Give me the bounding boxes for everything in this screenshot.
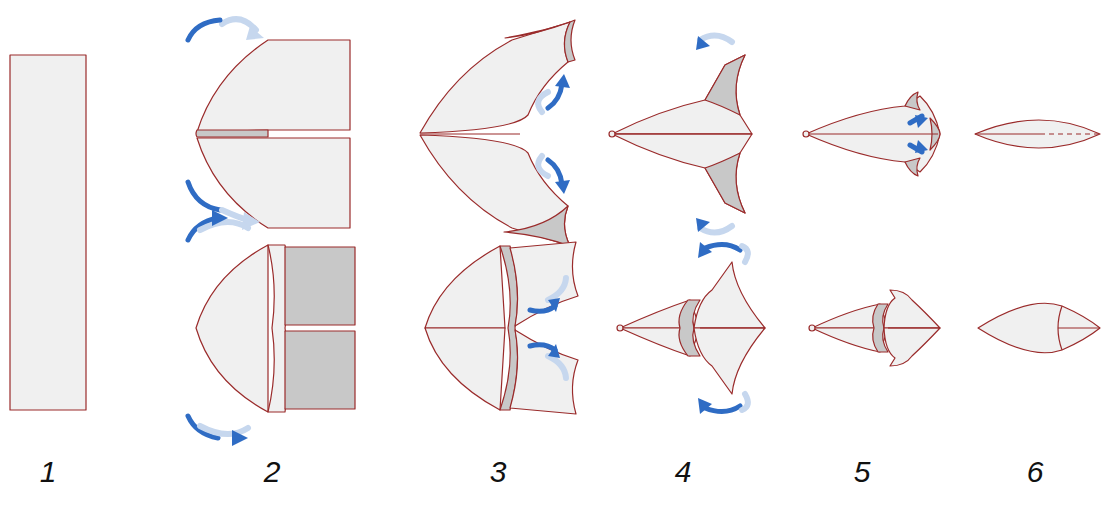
- fold-step-4-bottom: [617, 242, 765, 414]
- step-number: 3: [490, 457, 507, 487]
- step-number: 4: [675, 457, 692, 487]
- step-number: 5: [854, 457, 871, 487]
- fold-step-3-top: [420, 20, 575, 246]
- fold-step-4-top: [609, 35, 752, 232]
- step-number: 6: [1027, 457, 1044, 487]
- fold-step-6-bottom: [978, 303, 1100, 353]
- paper-strip: [10, 55, 86, 410]
- fold-step-2-bottom: [188, 210, 355, 446]
- fold-step-5-top: [803, 92, 940, 176]
- fold-step-5-bottom: [809, 290, 940, 366]
- fold-step-2-top: [188, 19, 350, 230]
- fold-step-3-bottom: [425, 242, 578, 414]
- step-number: 1: [40, 457, 57, 487]
- fold-step-6-top: [975, 120, 1100, 148]
- step-number: 2: [264, 457, 281, 487]
